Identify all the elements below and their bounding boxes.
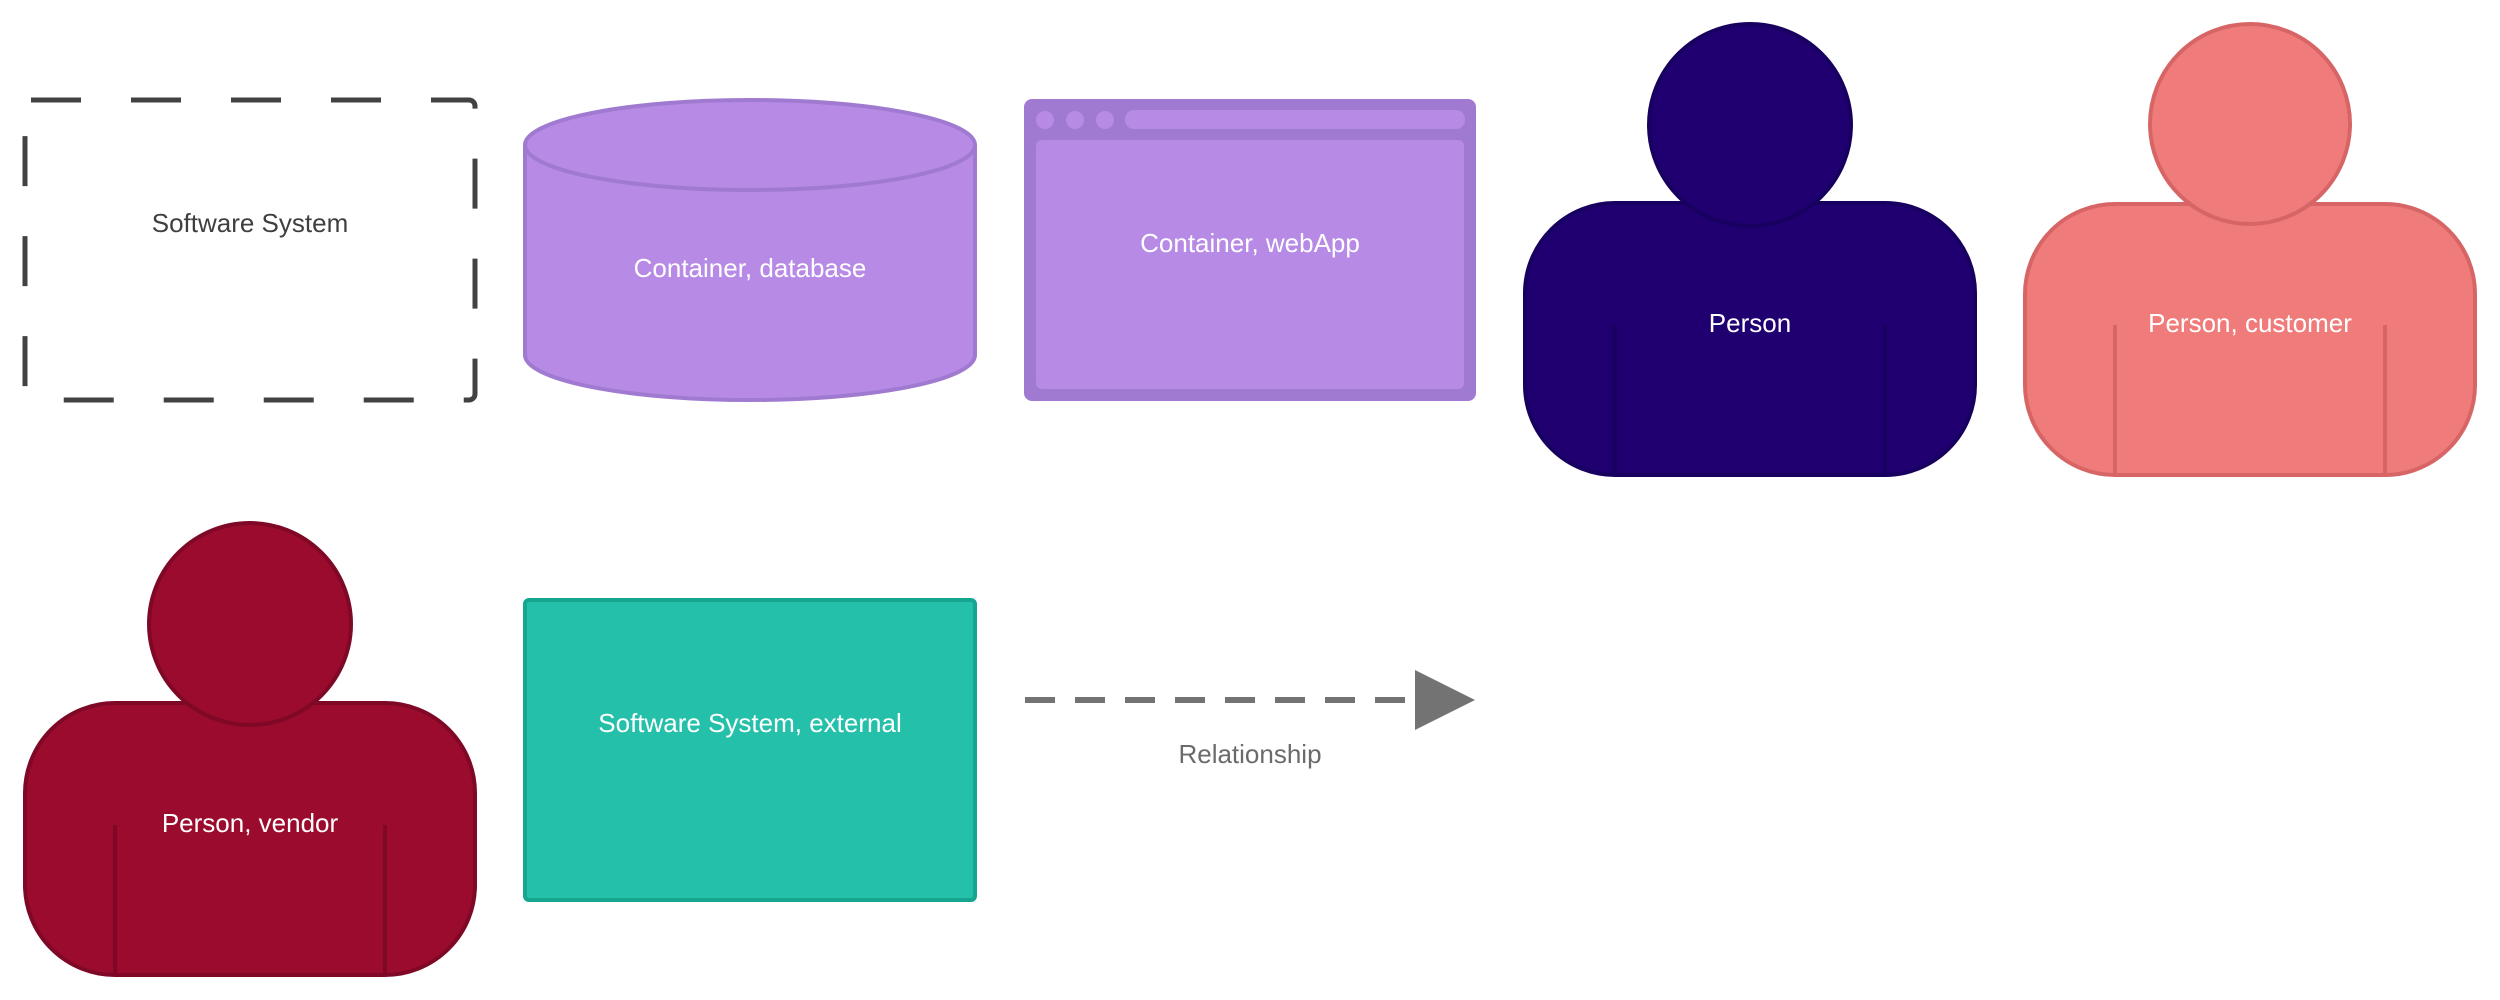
person-vendor-head xyxy=(147,521,353,727)
person-customer-body xyxy=(2023,202,2477,477)
person-shape[interactable]: Person xyxy=(1523,22,1977,477)
software-system-external-label: Software System, external xyxy=(598,708,901,738)
person-label: Person xyxy=(1709,308,1791,338)
browser-content xyxy=(1036,140,1464,389)
person-vendor-shape[interactable]: Person, vendor xyxy=(23,521,477,977)
window-dot-icon xyxy=(1066,111,1084,129)
external-system-box xyxy=(523,598,977,902)
arrowhead-icon xyxy=(1415,670,1475,730)
cylinder-body xyxy=(523,145,977,402)
address-bar xyxy=(1125,110,1465,129)
software-system-shape[interactable]: Software System xyxy=(22,97,478,403)
person-vendor-body xyxy=(23,701,477,977)
person-head xyxy=(1647,22,1853,228)
relationship-shape[interactable]: Relationship xyxy=(1025,670,1475,769)
cylinder-top xyxy=(523,98,977,192)
person-body xyxy=(1523,201,1977,477)
person-vendor-label: Person, vendor xyxy=(162,808,339,838)
window-dot-icon xyxy=(1036,111,1054,129)
relationship-label: Relationship xyxy=(1178,739,1321,769)
software-system-boundary xyxy=(22,97,478,403)
person-customer-head xyxy=(2148,22,2352,226)
window-dot-icon xyxy=(1096,111,1114,129)
software-system-label: Software System xyxy=(152,208,349,238)
software-system-external-shape[interactable]: Software System, external xyxy=(523,598,977,902)
person-customer-shape[interactable]: Person, customer xyxy=(2023,22,2477,477)
container-database-label: Container, database xyxy=(634,253,867,283)
person-customer-label: Person, customer xyxy=(2148,308,2352,338)
container-database-shape[interactable]: Container, database xyxy=(523,98,977,402)
container-webapp-shape[interactable]: Container, webApp xyxy=(1024,99,1476,401)
container-webapp-label: Container, webApp xyxy=(1140,228,1360,258)
